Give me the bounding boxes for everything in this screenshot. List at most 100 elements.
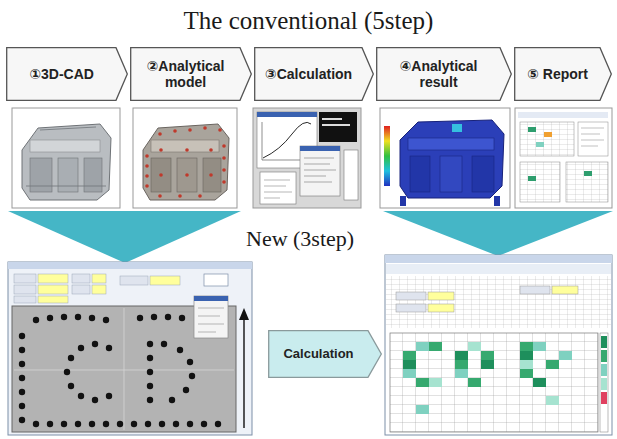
input-window (33, 421, 39, 427)
input-window (8, 262, 252, 269)
funnel-shape (383, 211, 613, 256)
arrow-box-outline (255, 48, 374, 101)
model-screenshot (133, 108, 237, 208)
input-window (177, 347, 183, 353)
spreadsheet-screenshot (416, 378, 429, 387)
input-window (68, 355, 74, 361)
input-window (103, 421, 109, 427)
input-window (147, 397, 153, 403)
spreadsheet-screenshot (546, 360, 559, 369)
result-screenshot (380, 108, 510, 208)
model-screenshot (209, 173, 213, 177)
input-window (145, 421, 151, 427)
spreadsheet-screenshot (481, 360, 494, 369)
input-window (14, 274, 36, 283)
input-window (183, 387, 189, 393)
model-screenshot (222, 180, 226, 184)
input-window (179, 315, 185, 321)
solver-screenshot (253, 108, 361, 208)
input-window (38, 285, 68, 294)
result-screenshot (408, 138, 494, 150)
process-arrow-box: ②Analytical model (130, 47, 252, 101)
input-window (19, 314, 221, 427)
spreadsheet-screenshot (520, 369, 533, 378)
model-screenshot (145, 154, 149, 158)
input-window (19, 333, 25, 339)
report-screenshot (581, 128, 604, 146)
arrow-box-outline (131, 48, 252, 101)
model-screenshot (158, 132, 162, 136)
model-screenshot (222, 144, 226, 148)
step-label: ⑤ Report (518, 66, 597, 82)
input-window (89, 315, 95, 321)
input-window (8, 262, 252, 435)
report-screenshot (515, 108, 612, 208)
input-window (120, 276, 148, 285)
input-window (8, 262, 252, 435)
spreadsheet-screenshot (520, 286, 550, 294)
report-screenshot (584, 171, 592, 176)
spreadsheet-screenshot (390, 333, 598, 432)
process-arrow-box: ③Calculation (254, 47, 374, 101)
model-screenshot (222, 168, 226, 172)
spreadsheet-screenshot (385, 255, 612, 263)
report-screenshot (518, 112, 608, 118)
model-screenshot (185, 173, 189, 177)
model-screenshot (198, 194, 202, 198)
input-window (117, 421, 123, 427)
input-window (38, 296, 68, 303)
input-window (38, 274, 68, 283)
solver-screenshot (344, 150, 358, 200)
arrow-box-outline (377, 48, 512, 101)
spreadsheet-screenshot (468, 378, 481, 387)
cad-screenshot (12, 108, 120, 208)
spreadsheet-screenshot (600, 333, 608, 432)
input-window (14, 296, 36, 303)
input-window (187, 359, 193, 365)
spreadsheet-screenshot (403, 342, 572, 414)
spreadsheet-screenshot (416, 342, 429, 351)
spreadsheet-screenshot (396, 304, 426, 312)
spreadsheet-screenshot (601, 378, 607, 390)
cad-screenshot (84, 158, 102, 192)
spreadsheet-screenshot (386, 276, 611, 328)
input-window (103, 317, 109, 323)
input-window (19, 417, 25, 423)
solver-screenshot (319, 112, 357, 142)
input-window (147, 341, 153, 347)
spreadsheet-screenshot (455, 351, 468, 360)
input-window (215, 421, 221, 427)
model-screenshot (145, 174, 149, 178)
input-window (19, 347, 25, 353)
report-screenshot (515, 108, 612, 208)
step-label: Calculation (272, 347, 365, 362)
arrow-box-outline (515, 48, 612, 101)
input-window (19, 375, 25, 381)
spreadsheet-screenshot (601, 336, 607, 348)
spreadsheet-screenshot (428, 304, 454, 312)
spreadsheet-screenshot (468, 342, 481, 351)
spreadsheet-screenshot (403, 351, 416, 360)
input-window (194, 296, 228, 338)
report-screenshot (520, 122, 574, 156)
input-window (72, 274, 90, 283)
result-screenshot (384, 126, 390, 186)
input-window (61, 421, 67, 427)
input-window (194, 296, 228, 301)
model-screenshot (222, 156, 226, 160)
model-screenshot (145, 184, 149, 188)
cad-screenshot (30, 158, 52, 192)
model-screenshot (143, 124, 229, 200)
input-window (47, 315, 53, 321)
funnel-shape (8, 211, 241, 263)
spreadsheet-screenshot (428, 292, 454, 300)
spreadsheet-screenshot (601, 364, 607, 376)
input-window (147, 369, 153, 375)
spreadsheet-screenshot (403, 369, 416, 378)
process-arrow-box: ⑤ Report (514, 47, 612, 101)
input-window (106, 345, 112, 351)
report-screenshot (520, 162, 560, 202)
model-screenshot (177, 158, 197, 192)
input-window (68, 383, 74, 389)
spreadsheet-screenshot (396, 292, 426, 300)
